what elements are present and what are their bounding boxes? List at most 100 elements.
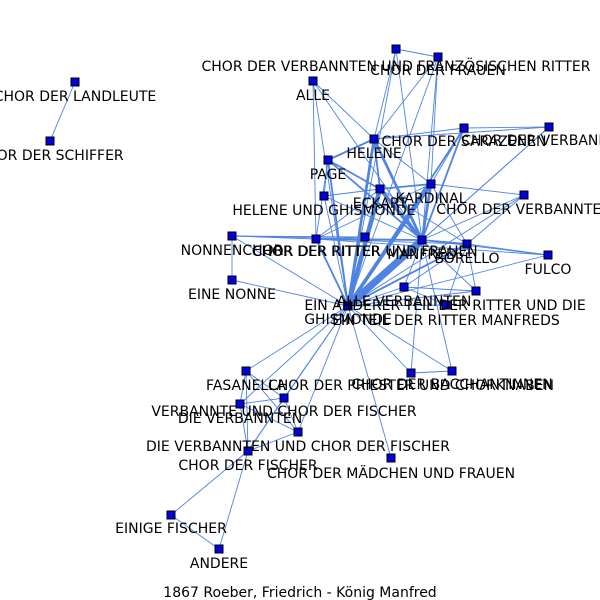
node-label-verbfisch: VERBANNTE UND CHOR DER FISCHER [151, 404, 417, 420]
edge-priester-bacchant [410, 370, 453, 374]
node-label-anderer: EIN ANDERER TEIL DER RITTER UND DIE [304, 298, 585, 314]
edge-helene-frauen [373, 56, 439, 140]
node-label-manfred: MANFRED [387, 247, 457, 263]
edge-kardinal-ritter [315, 183, 432, 240]
node-label-verbann_r: CHOR DER VERBANNTEN [461, 133, 600, 149]
node-layer [45, 44, 554, 554]
node-einige [166, 510, 176, 520]
node-dieverb [235, 399, 245, 409]
edge-manfred-anderer [421, 239, 477, 292]
node-helene [369, 134, 379, 144]
node-fischer [243, 446, 253, 456]
edge-ghismonde-dieverb [239, 305, 349, 405]
node-label-dieverbfisch: DIE VERBANNTEN UND CHOR DER FISCHER [146, 439, 450, 455]
edge-manfred-frauen [421, 56, 439, 241]
node-label-helghis: HELENE UND GHISMONDE [232, 203, 415, 219]
edge-manfred-kardinal [420, 183, 433, 241]
edge-ghismonde-nonne [231, 279, 349, 307]
node-eckart [375, 184, 385, 194]
node-dieverbfisch [293, 427, 303, 437]
edge-borello-fulco [466, 243, 549, 256]
edge-kardinal-verbannten_m [430, 183, 525, 196]
node-nonne [227, 275, 237, 285]
edge-manfred-verbann_r [421, 126, 550, 241]
node-ritterfrauen [360, 232, 370, 242]
edge-dieverb-fischer [239, 403, 249, 452]
node-label-helene: HELENE [346, 146, 401, 162]
node-label-verbannten_m: CHOR DER VERBANNTEN [436, 202, 600, 218]
edge-manfred-priester [410, 239, 423, 374]
node-label-sarazenen: CHOR DER SARAZENEN [382, 134, 547, 150]
node-andere [214, 544, 224, 554]
edge-manfred-eckart [378, 187, 424, 242]
node-sarazenen [459, 123, 469, 133]
edge-borello-einteil [445, 243, 468, 306]
node-verbann_r [544, 122, 554, 132]
edge-manfred-helghis [323, 195, 423, 241]
node-ghismonde [343, 301, 353, 311]
node-anderer [471, 286, 481, 296]
edge-ghismonde-verbannten_m [347, 194, 525, 307]
edge-frauen-kardinal [430, 56, 439, 185]
label-layer: CHOR DER LANDLEUTE CHOR DER SCHIFFER CHOR … [0, 57, 600, 572]
edge-manfred-page [327, 159, 423, 241]
edge-manfred-sarazenen [421, 127, 465, 241]
edge-ghismonde-priester [347, 305, 412, 374]
edge-borello-alleverb [403, 243, 468, 288]
node-schiffer [45, 136, 55, 146]
node-ritter [311, 234, 321, 244]
edge-helene-verbann_r [373, 126, 550, 140]
edge-helene-page [327, 138, 375, 161]
node-page [323, 155, 333, 165]
node-label-frauen: CHOR DER FRAUEN [370, 63, 506, 79]
node-label-kardinal: KARDINAL [396, 191, 467, 207]
node-verbannten_m [519, 190, 529, 200]
node-helghis [319, 191, 329, 201]
edge-ghismonde-fulco [347, 254, 549, 307]
edge-borello-verbannten_m [466, 194, 525, 245]
edge-dieverbfisch-fischer [247, 431, 299, 452]
node-label-alleverb: ALLE VERBANNTEN [337, 294, 472, 310]
edge-kardinal-helene [373, 138, 432, 185]
node-nonnen [227, 231, 237, 241]
edge-ghismonde-fasanella [245, 305, 349, 372]
edge-ritter-fulco [315, 238, 549, 256]
node-label-priester: CHOR DER PRIESTER UND CHORKNABEN [268, 378, 554, 394]
edge-ghismonde-dieverbfisch [297, 305, 349, 433]
edge-fasanella-dieverb [239, 370, 247, 405]
edge-ghismonde-borello [347, 243, 468, 307]
edge-fischer-einige [170, 450, 249, 516]
edge-helene-sarazenen [373, 127, 465, 140]
node-label-fasanella: FASANELLA [206, 378, 286, 394]
edge-ghismonde-eckart [345, 188, 383, 307]
node-landleute [70, 77, 80, 87]
edge-eckart-ritterfrauen [364, 188, 381, 238]
node-verbfisch [279, 393, 289, 403]
node-borello [462, 239, 472, 249]
node-label-schiffer: CHOR DER SCHIFFER [0, 148, 124, 164]
edge-manfred-bacchant [421, 239, 453, 372]
edge-ghismonde-alleverb [347, 286, 405, 307]
edge-ghismonde-anderer [347, 290, 477, 307]
node-maedchen [386, 453, 396, 463]
edge-layer [49, 48, 550, 550]
node-label-einteil: EIN TEIL DER RITTER MANFREDS [332, 313, 560, 329]
edge-fasanella-fischer [245, 370, 249, 452]
edge-ghismonde-einteil [347, 304, 447, 307]
node-label-landleute: CHOR DER LANDLEUTE [0, 89, 156, 105]
node-label-dieverb: DIE VERBANNTEN [178, 411, 302, 427]
edge-fischer-andere [218, 450, 249, 550]
edge-borello-anderer [466, 243, 477, 292]
edge-nonnen-ritterfrauen [231, 235, 366, 238]
node-fasanella [241, 366, 251, 376]
edge-ghismonde-nonnen [231, 235, 349, 307]
node-priester [406, 368, 416, 378]
edge-eckart-borello [379, 188, 468, 245]
edge-kardinal-borello [430, 183, 468, 245]
edge-manfred-franz [395, 48, 423, 241]
node-kardinal [426, 179, 436, 189]
edge-landleute-schiffer [49, 81, 76, 142]
edge-ghismonde-helghis [323, 195, 349, 307]
edge-ritter-borello [315, 238, 468, 245]
edge-ghismonde-bacchant [347, 305, 453, 372]
